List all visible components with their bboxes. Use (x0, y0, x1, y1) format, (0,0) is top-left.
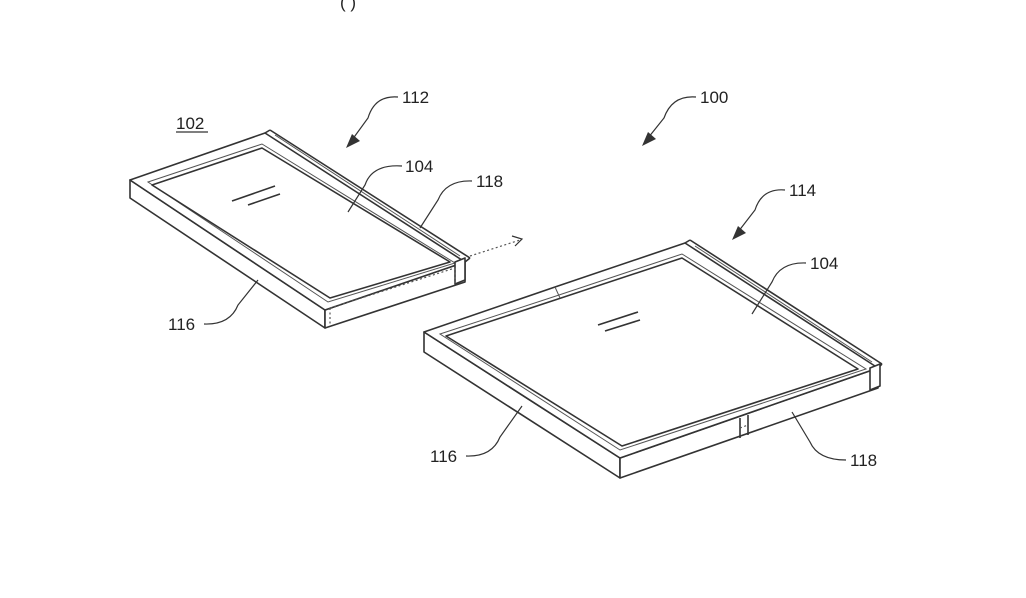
leader-lines (203, 96, 847, 461)
right-display (445, 257, 859, 447)
label-114: 114 (789, 181, 816, 200)
label-116-right: 116 (430, 447, 457, 466)
label-104-right: 104 (810, 254, 838, 273)
label-104-left: 104 (405, 157, 433, 176)
left-display (151, 147, 451, 299)
label-116-left: 116 (168, 315, 195, 334)
label-102: 102 (176, 114, 204, 133)
label-112: 112 (402, 88, 429, 107)
right-device (423, 239, 883, 479)
left-device (129, 129, 524, 329)
label-118-right: 118 (850, 451, 877, 470)
label-118-left: 118 (476, 172, 503, 191)
header-clipped-text: ( ) (340, 0, 356, 12)
label-100: 100 (700, 88, 728, 107)
